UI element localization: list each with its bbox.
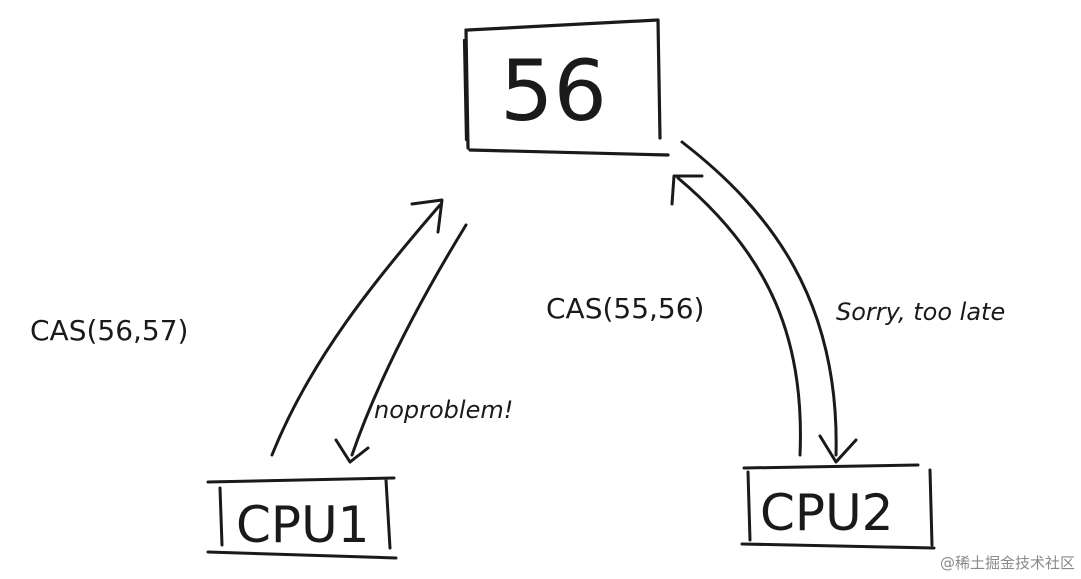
cpu1-response-arrow (334, 223, 468, 464)
memory-value: 56 (500, 42, 607, 140)
cpu1-box: CPU1 (206, 476, 398, 560)
cpu1-response-label: noproblem! (374, 396, 513, 424)
cpu1-request-arrow (270, 198, 444, 457)
cpu1-label: CPU1 (236, 496, 369, 554)
cpu2-request-label: CAS(55,56) (546, 292, 704, 325)
memory-box: 56 (462, 18, 670, 157)
cpu1-request-label: CAS(56,57) (30, 314, 188, 347)
watermark: @稀土掘金技术社区 (939, 554, 1075, 572)
cpu2-label: CPU2 (760, 484, 893, 542)
cpu2-response-label: Sorry, too late (836, 298, 1005, 326)
cpu2-request-arrow (670, 174, 802, 457)
cpu2-box: CPU2 (740, 463, 936, 550)
cpu2-response-arrow (680, 140, 858, 464)
